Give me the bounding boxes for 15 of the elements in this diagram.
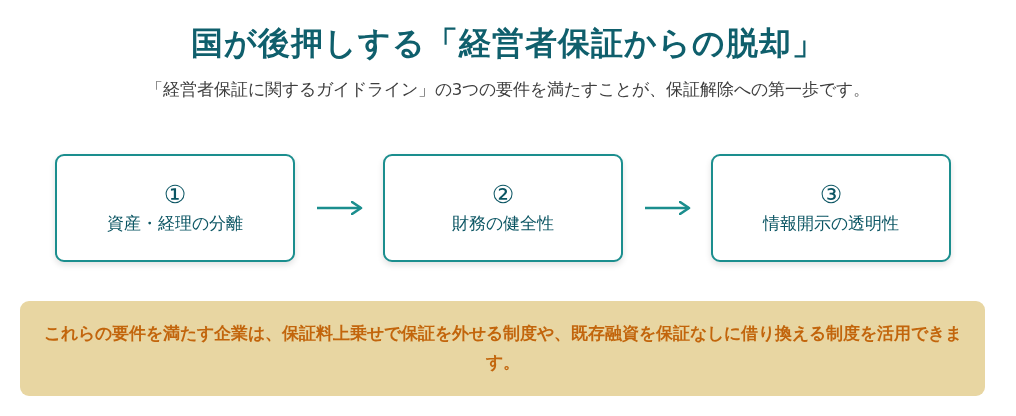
step-label: 資産・経理の分離 [107, 212, 243, 236]
arrow [317, 200, 363, 216]
step-label: 情報開示の透明性 [763, 212, 899, 236]
step-label: 財務の健全性 [452, 212, 554, 236]
arrow [645, 200, 691, 216]
note-text: これらの要件を満たす企業は、保証料上乗せで保証を外せる制度や、既存融資を保証なしに借り換える制度を活用できます。 [42, 322, 963, 374]
note-panel [20, 301, 985, 396]
step-number: ② [491, 180, 515, 209]
step-number: ① [163, 180, 187, 209]
title: 国が後押しする「経営者保証からの脱却」 [190, 23, 826, 64]
step-number: ③ [819, 180, 843, 209]
subtitle: 「経営者保証に関するガイドライン」の3つの要件を満たすことが、保証解除への第一歩です。 [144, 79, 872, 101]
step-box [383, 154, 623, 262]
step-box [55, 154, 295, 262]
step-box [711, 154, 951, 262]
